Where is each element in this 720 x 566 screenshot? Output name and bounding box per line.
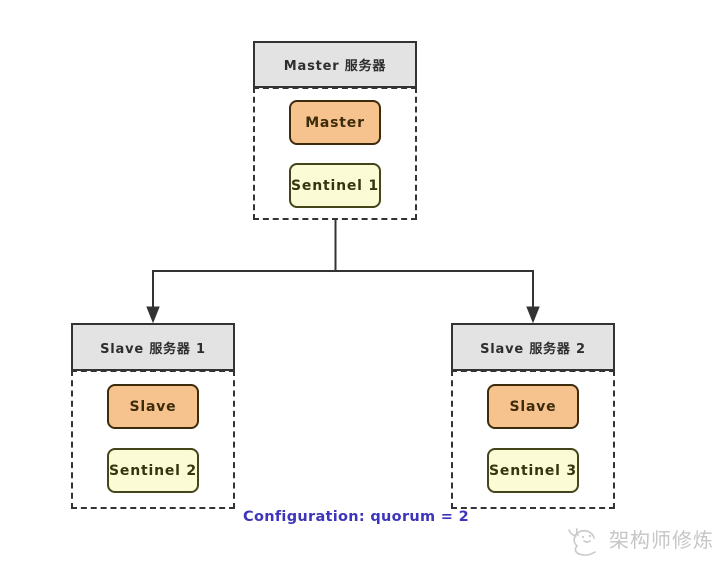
server-header-slave1: Slave 服务器 1 xyxy=(71,323,235,371)
bird-sketch-icon xyxy=(568,528,596,556)
node-label: Sentinel 2 xyxy=(109,462,197,479)
node-label: Slave xyxy=(129,398,177,415)
server-header-label: Slave 服务器 2 xyxy=(480,341,586,357)
node-sentinel-3: Sentinel 3 xyxy=(487,448,579,493)
arrow-down-icon xyxy=(526,306,540,324)
node-slave-2: Slave xyxy=(487,384,579,429)
node-sentinel-2: Sentinel 2 xyxy=(107,448,199,493)
node-slave-1: Slave xyxy=(107,384,199,429)
server-header-slave2: Slave 服务器 2 xyxy=(451,323,615,371)
server-header-label: Master 服务器 xyxy=(283,59,387,74)
node-master: Master xyxy=(289,100,381,145)
node-label: Sentinel 1 xyxy=(291,177,379,194)
node-label: Sentinel 3 xyxy=(489,462,577,479)
node-label: Master xyxy=(305,114,365,131)
arrow-down-icon xyxy=(146,306,160,324)
watermark: 架构师修炼 xyxy=(563,521,714,559)
node-sentinel-1: Sentinel 1 xyxy=(289,163,381,208)
server-header-master: Master 服务器 xyxy=(253,41,417,88)
watermark-text: 架构师修炼 xyxy=(609,528,714,552)
node-label: Slave xyxy=(509,398,557,415)
server-header-label: Slave 服务器 1 xyxy=(100,341,206,357)
config-caption: Configuration: quorum = 2 xyxy=(243,509,469,525)
